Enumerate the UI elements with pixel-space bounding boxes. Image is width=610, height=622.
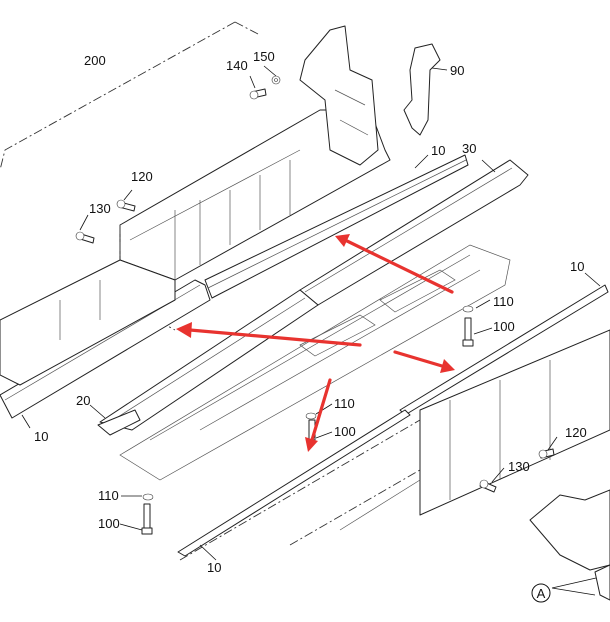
label-110-right: 110	[493, 294, 514, 309]
bolt-120-left	[116, 199, 136, 212]
label-100-center: 100	[334, 424, 356, 439]
bolt-100-bottom	[141, 503, 153, 535]
bolt-130-left	[75, 231, 95, 244]
left-side-frame	[0, 259, 176, 386]
label-110-center: 110	[334, 396, 355, 411]
part-200-phantom-outline	[0, 21, 259, 171]
bolt-130-right	[479, 479, 497, 493]
arrow-to-bottom-rail	[305, 378, 332, 452]
washer-110-bottom	[142, 493, 154, 501]
label-10-bottom: 10	[207, 560, 221, 575]
arrow-to-upper-rail	[335, 234, 454, 294]
direction-arrows	[176, 234, 455, 452]
bolt-120-right	[538, 448, 555, 459]
label-200: 200	[84, 53, 106, 68]
washer-110-center	[305, 412, 317, 420]
part-10-upper-rail	[204, 154, 469, 299]
label-100-bottom: 100	[98, 516, 120, 531]
detail-a-part	[529, 489, 610, 601]
right-side-panel	[419, 329, 610, 516]
floor-pan	[119, 244, 511, 481]
label-20: 20	[76, 393, 90, 408]
part-90-bracket	[403, 43, 441, 136]
label-150: 150	[253, 49, 275, 64]
washer-150	[271, 75, 281, 85]
detail-a-circle	[531, 583, 551, 603]
arrow-to-right-rail	[393, 350, 455, 373]
arrow-to-left-rail	[176, 322, 362, 347]
label-120-right: 120	[565, 425, 587, 440]
upper-vertical-panel	[299, 25, 379, 166]
label-130-right: 130	[508, 459, 530, 474]
label-140: 140	[226, 58, 248, 73]
label-130-left: 130	[89, 201, 111, 216]
label-30: 30	[462, 141, 476, 156]
label-90: 90	[450, 63, 464, 78]
bolt-140	[249, 88, 267, 100]
label-10-top: 10	[431, 143, 445, 158]
label-100-right: 100	[493, 319, 515, 334]
label-10-right: 10	[570, 259, 584, 274]
washer-110-right	[462, 305, 474, 313]
label-detail-a: A	[537, 586, 546, 601]
leader-lines	[21, 65, 601, 596]
label-120-left: 120	[131, 169, 153, 184]
lower-floor-outline	[179, 419, 421, 561]
bolt-100-right	[462, 317, 474, 347]
part-10-bottom-rail	[177, 409, 411, 557]
label-110-bottom: 110	[98, 488, 119, 503]
label-10-left: 10	[34, 429, 48, 444]
